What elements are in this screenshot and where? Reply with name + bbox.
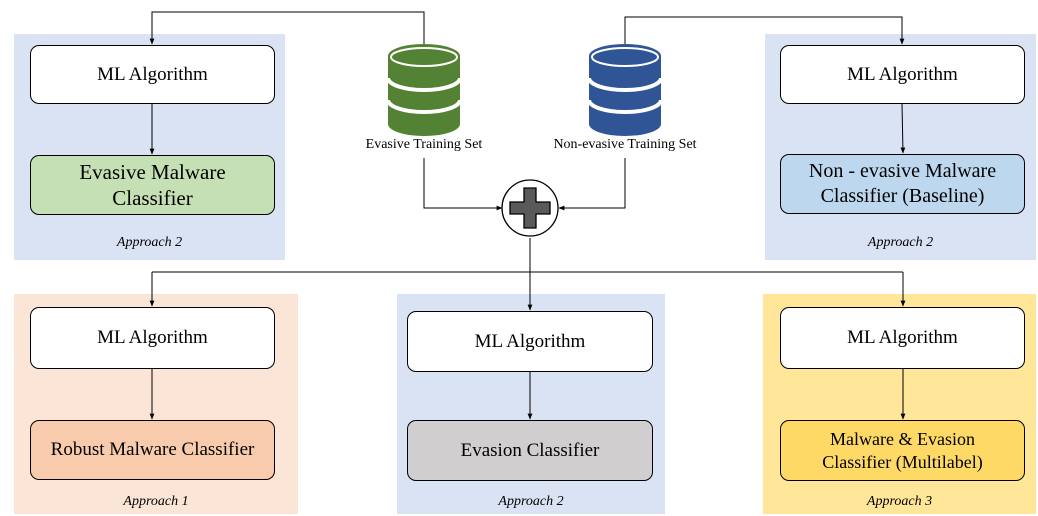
classifier-label-line2: Classifier (Baseline) [820, 185, 985, 207]
approach-label: Approach 2 [867, 235, 934, 250]
classifier-label-line1: Robust Malware Classifier [50, 439, 255, 461]
ml-algorithm-box: ML Algorithm [407, 311, 653, 372]
ml-algorithm-label: ML Algorithm [847, 327, 958, 349]
ml-algorithm-label: ML Algorithm [97, 63, 208, 85]
connector-top-right-inner [900, 103, 906, 154]
approach-label: Approach 2 [116, 235, 183, 250]
nonevasive-dataset-label: Non-evasive Training Set [553, 137, 697, 152]
ml-algorithm-box: ML Algorithm [30, 45, 275, 104]
database-icon [587, 44, 663, 136]
robust-malware-classifier-box: Robust Malware Classifier [30, 420, 275, 480]
ml-algorithm-label: ML Algorithm [474, 330, 586, 352]
plus-icon [501, 179, 559, 237]
classifier-label-line2: Classifier (Multilabel) [822, 451, 983, 472]
ml-algorithm-label: ML Algorithm [97, 327, 208, 349]
ml-algorithm-box: ML Algorithm [780, 307, 1025, 369]
evasion-classifier-box: Evasion Classifier [407, 420, 653, 481]
classifier-label-line1: Non - evasive Malware [808, 160, 997, 182]
ml-algorithm-box: ML Algorithm [30, 307, 275, 369]
classifier-label-line1: Evasion Classifier [460, 439, 600, 461]
classifier-label-line1: Malware & Evasion [830, 429, 975, 449]
approach-label: Approach 1 [123, 494, 189, 509]
classifier-label-line1: Evasive Malware [79, 159, 226, 184]
evasive-malware-classifier-box: Evasive Malware Classifier [30, 155, 275, 215]
classifier-label-line2: Classifier [112, 186, 193, 210]
ml-algorithm-box: ML Algorithm [780, 45, 1025, 104]
approach-label: Approach 2 [498, 494, 564, 509]
connector-evasive-to-top-left [149, 11, 425, 46]
connector-nonevasive-to-plus [558, 158, 626, 211]
malware-evasion-classifier-box: Malware & Evasion Classifier (Multilabel… [780, 420, 1025, 481]
approach-label: Approach 3 [866, 494, 933, 509]
connector-evasive-to-plus [423, 158, 503, 211]
nonevasive-malware-classifier-box: Non - evasive Malware Classifier (Baseli… [780, 154, 1025, 214]
ml-algorithm-label: ML Algorithm [847, 63, 958, 85]
connector-nonevasive-to-top-right [624, 16, 905, 46]
evasive-dataset-label: Evasive Training Set [365, 137, 483, 152]
database-icon [386, 44, 462, 136]
